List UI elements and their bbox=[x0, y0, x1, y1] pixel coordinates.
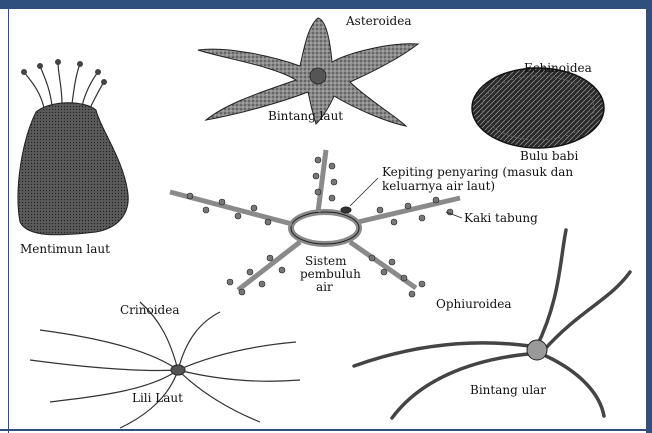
sistem-label-line-3: air bbox=[316, 281, 333, 294]
bulu-babi-label: Bulu babi bbox=[520, 150, 578, 163]
bintang-ular-label: Bintang ular bbox=[470, 384, 546, 397]
lili-laut-label: Lili Laut bbox=[132, 392, 183, 405]
sea-cucumber-drawing bbox=[18, 59, 128, 235]
kepiting-label-line-1: Kepiting penyaring (masuk dan bbox=[382, 166, 573, 179]
echinoidea-label: Echinoidea bbox=[524, 62, 592, 75]
ophiuroidea-label: Ophiuroidea bbox=[436, 298, 512, 311]
asteroidea-label: Asteroidea bbox=[346, 15, 411, 28]
sea-urchin-drawing bbox=[472, 68, 604, 148]
crinoidea-label: Crinoidea bbox=[120, 304, 179, 317]
kaki-tabung-leader-line bbox=[446, 212, 462, 218]
kaki-tabung-label: Kaki tabung bbox=[464, 212, 538, 225]
mentimun-laut-label: Mentimun laut bbox=[20, 243, 110, 256]
kepiting-leader-line bbox=[350, 178, 378, 206]
kepiting-label-line-2: keluarnya air laut) bbox=[382, 180, 495, 193]
bintang-laut-label: Bintang laut bbox=[268, 110, 343, 123]
sea-lily-drawing bbox=[30, 302, 300, 428]
